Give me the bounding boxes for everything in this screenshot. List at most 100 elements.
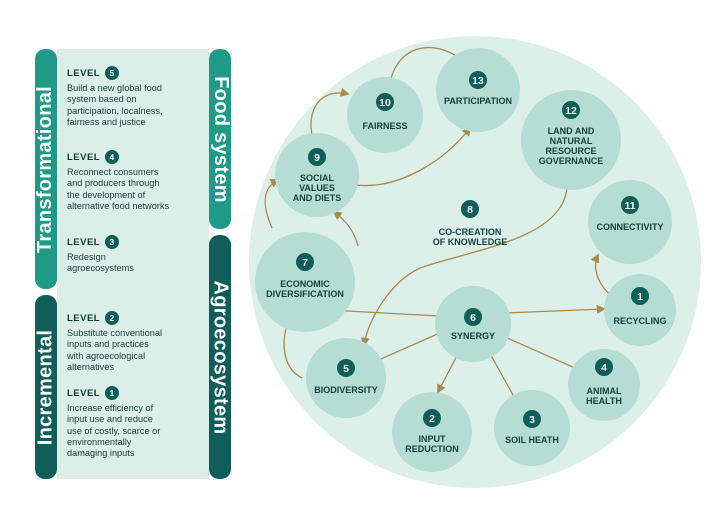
principle-circle (436, 48, 520, 132)
principle-label: RESOURCE (545, 146, 596, 156)
incremental-bar: Incremental (35, 295, 57, 479)
principle-circle (392, 392, 472, 472)
principle-number: 5 (343, 363, 349, 375)
level-1: LEVEL 1 Increase efficiency of input use… (67, 386, 209, 459)
level-number-badge: 2 (105, 311, 120, 325)
arrow-6-to-5 (372, 331, 443, 364)
level-3: LEVEL 3 Redesign agroecosystems (67, 235, 209, 275)
principle-circle (588, 180, 672, 264)
level-description: Increase efficiency of input use and red… (67, 403, 161, 459)
principle-number: 2 (429, 413, 435, 425)
principle-label: LAND AND (548, 126, 595, 136)
principle-number-badge (595, 358, 613, 376)
food-system-bar: Food system (209, 49, 232, 229)
level-number-badge: 5 (105, 66, 120, 80)
principle-number: 6 (470, 312, 476, 324)
principle-number-badge (469, 71, 487, 89)
principle-number-badge (523, 410, 541, 428)
level-label: LEVEL (67, 387, 101, 399)
levels-panel (57, 49, 209, 479)
arrow-6-to-3 (487, 349, 519, 406)
level-description: Build a new global food system based on … (67, 83, 163, 127)
level-label: LEVEL (67, 236, 101, 248)
level-description: Substitute conventional inputs and pract… (67, 328, 163, 372)
principle-number-badge (631, 287, 649, 305)
level-4: LEVEL 4 Reconnect consumers and producer… (67, 150, 209, 212)
principle-number: 8 (467, 204, 473, 216)
principle-number: 11 (624, 200, 635, 212)
level-5: LEVEL 5 Build a new global food system b… (67, 66, 209, 128)
principle-number-badge (461, 200, 479, 218)
principle-label: INPUT (419, 434, 447, 444)
principle-label: CO-CREATION (439, 227, 502, 237)
principle-label: SOIL HEATH (505, 435, 559, 445)
arrow-6-to-1 (504, 304, 606, 314)
principle-circle (521, 90, 621, 190)
principle-number: 3 (529, 414, 535, 426)
principle-number: 7 (302, 257, 308, 269)
arrow-6-to-7 (326, 305, 441, 317)
principle-circle (604, 274, 676, 346)
level-2: LEVEL 2 Substitute conventional inputs a… (67, 311, 209, 373)
principle-number-badge (621, 196, 639, 214)
principle-label: ANIMAL (587, 386, 622, 396)
level-number-badge: 3 (105, 235, 120, 249)
principle-label: VALUES (299, 183, 335, 193)
principle-label: AND DIETS (293, 193, 342, 203)
arrow-6-to-4 (504, 336, 586, 374)
level-label: LEVEL (67, 151, 101, 163)
principle-label: OF KNOWLEDGE (433, 237, 508, 247)
principle-circle (255, 232, 355, 332)
principle-label: RECYCLING (613, 316, 666, 326)
arrow-12-to-5 (360, 187, 568, 347)
principle-number-badge (376, 93, 394, 111)
principle-circle (568, 349, 640, 421)
level-label: LEVEL (67, 312, 101, 324)
level-description: Reconnect consumers and producers throug… (67, 167, 170, 211)
level-description: Redesign agroecosystems (67, 252, 134, 274)
principle-number: 10 (379, 97, 391, 109)
principle-label: REDUCTION (405, 444, 459, 454)
principle-number-badge (464, 308, 482, 326)
level-label: LEVEL (67, 67, 101, 79)
principle-label: PARTICIPATION (444, 96, 512, 106)
principle-number: 1 (637, 291, 643, 303)
principle-label: CONNECTIVITY (596, 222, 663, 232)
principle-number-badge (337, 359, 355, 377)
principle-label: BIODIVERSITY (314, 385, 378, 395)
principle-circle (306, 338, 386, 418)
principle-label: ECONOMIC (280, 279, 330, 289)
principle-number: 13 (472, 75, 484, 87)
arrow-9-to-10 (310, 87, 350, 141)
principle-label: HEALTH (586, 396, 622, 406)
principle-label: SYNERGY (451, 331, 495, 341)
principle-number: 9 (314, 152, 320, 164)
arrow-7-to-9 (264, 179, 280, 229)
agroecosystem-bar: Agroecosystem (209, 235, 232, 479)
principle-label: GOVERNANCE (539, 156, 604, 166)
arrow-9-to-13 (354, 126, 472, 187)
arrow-9-to-7-return (332, 210, 359, 247)
principle-label: DIVERSIFICATION (266, 289, 344, 299)
principle-label: SOCIAL (300, 173, 335, 183)
principle-number-badge (423, 409, 441, 427)
transformational-bar: Transformational (35, 49, 57, 289)
principle-circle (347, 77, 423, 153)
level-number-badge: 1 (105, 386, 120, 400)
principle-number-badge (562, 101, 580, 119)
principle-number: 4 (601, 362, 607, 374)
